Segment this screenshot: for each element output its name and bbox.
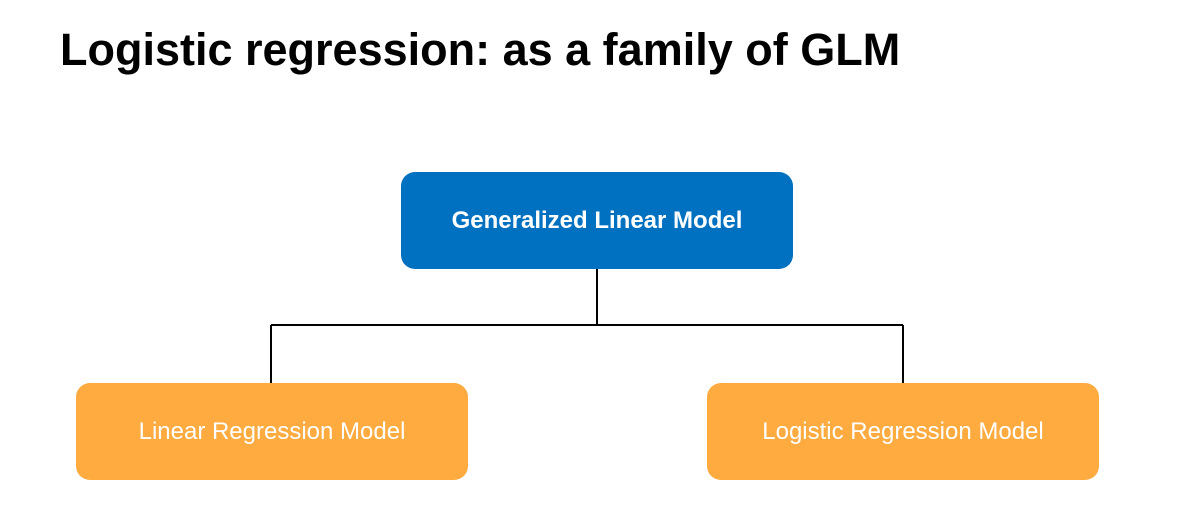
- page-title: Logistic regression: as a family of GLM: [60, 24, 901, 75]
- node-linear-regression-model: Linear Regression Model: [76, 383, 468, 480]
- node-generalized-linear-model: Generalized Linear Model: [401, 172, 793, 269]
- node-logistic-regression-model: Logistic Regression Model: [707, 383, 1099, 480]
- node-generalized-linear-model-label: Generalized Linear Model: [451, 206, 743, 234]
- node-logistic-regression-model-label: Logistic Regression Model: [762, 417, 1044, 445]
- node-linear-regression-model-label: Linear Regression Model: [138, 417, 406, 445]
